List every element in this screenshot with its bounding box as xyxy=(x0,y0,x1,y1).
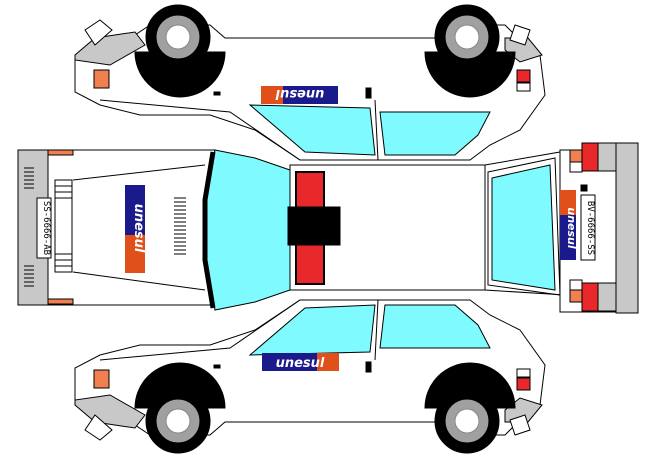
top-door-line xyxy=(374,99,379,161)
top-logo-orange xyxy=(261,86,283,104)
rear-grille xyxy=(54,179,73,273)
top-logo: unesul xyxy=(261,86,338,104)
top-front-light xyxy=(93,69,110,89)
bottom-handle xyxy=(365,361,372,373)
bottom-rear-small xyxy=(516,368,531,378)
top-logo-text: unesul xyxy=(275,86,324,101)
front-light-red-bottom xyxy=(581,282,599,312)
bottom-window-front xyxy=(379,304,491,349)
bottom-front-light xyxy=(93,369,110,389)
rear-bumper-lines xyxy=(24,167,34,287)
top-window-front xyxy=(379,111,491,156)
bottom-side-panel: unesul xyxy=(74,299,546,454)
rear-plate xyxy=(36,197,52,259)
top-rear-wheelarch xyxy=(424,51,516,98)
top-tab-left xyxy=(84,19,113,46)
top-brake-light xyxy=(516,69,531,83)
hood-left-light-bottom xyxy=(47,298,74,305)
bottom-mirror-dot xyxy=(213,364,221,369)
bottom-logo-orange xyxy=(317,353,339,371)
top-mirror-dot xyxy=(213,91,221,96)
bottom-logo-text: unesul xyxy=(276,356,325,371)
front-logo: unesul xyxy=(560,190,578,260)
bottom-rear-hub xyxy=(454,408,480,434)
top-front-wheelarch xyxy=(134,51,226,98)
bottom-tab-right xyxy=(509,414,531,436)
front-plate-text: BV-6666-SS xyxy=(585,201,595,255)
windshield-frame xyxy=(202,151,216,309)
roof-stripe-black xyxy=(287,206,341,246)
hood-logo-blue xyxy=(125,185,145,235)
front-logo-text: unesul xyxy=(565,207,578,249)
front-plate xyxy=(580,194,596,261)
front-light-grey-bottom xyxy=(597,282,617,312)
top-front-hub xyxy=(165,24,191,50)
hood-vent xyxy=(174,197,186,255)
front-lights xyxy=(569,142,617,312)
front-logo-blue xyxy=(560,215,576,260)
front-light-white-top xyxy=(569,161,583,173)
bottom-logo: unesul xyxy=(262,353,339,371)
hood-line-bottom xyxy=(72,271,206,291)
front-light-red-top xyxy=(581,142,599,172)
windshield xyxy=(204,149,291,311)
bottom-front-hub xyxy=(165,408,191,434)
hood-left-light-top xyxy=(47,149,74,156)
front-light-grey-top xyxy=(597,142,617,172)
hood-logo: unesul xyxy=(125,185,146,273)
front-light-orange-bottom xyxy=(569,289,583,303)
bottom-logo-blue xyxy=(262,353,317,371)
top-handle xyxy=(365,87,372,99)
rear-window xyxy=(491,164,556,291)
center-panel: SS-6666-AB unesul xyxy=(17,142,639,314)
top-rear-hub xyxy=(454,24,480,50)
rear-plate-text: SS-6666-AB xyxy=(41,201,51,255)
front-light-orange-top xyxy=(569,149,583,163)
top-rear-small xyxy=(516,82,531,92)
rear-grille-slats xyxy=(55,185,72,267)
hood-logo-orange xyxy=(125,235,145,273)
bottom-rear-wheel xyxy=(424,362,516,454)
bottom-tab-left xyxy=(84,414,113,441)
top-logo-blue xyxy=(283,86,338,104)
hood-line-top xyxy=(72,164,206,181)
bottom-brake-light xyxy=(516,377,531,391)
top-crease xyxy=(99,99,301,161)
top-window-rear xyxy=(248,104,376,156)
top-tab-right xyxy=(509,24,531,46)
front-bumper-right xyxy=(615,142,639,314)
front-logo-orange xyxy=(560,190,576,215)
hood-logo-text: unesul xyxy=(131,204,146,253)
bottom-front-wheel xyxy=(134,362,226,454)
top-front-wheel xyxy=(134,4,226,98)
front-plate-dot xyxy=(580,184,588,192)
bottom-crease xyxy=(99,299,301,361)
front-light-white-bottom xyxy=(569,279,583,291)
top-side-panel: unesul xyxy=(74,4,546,161)
bottom-door-line xyxy=(374,299,379,361)
top-rear-wheel xyxy=(424,4,516,98)
